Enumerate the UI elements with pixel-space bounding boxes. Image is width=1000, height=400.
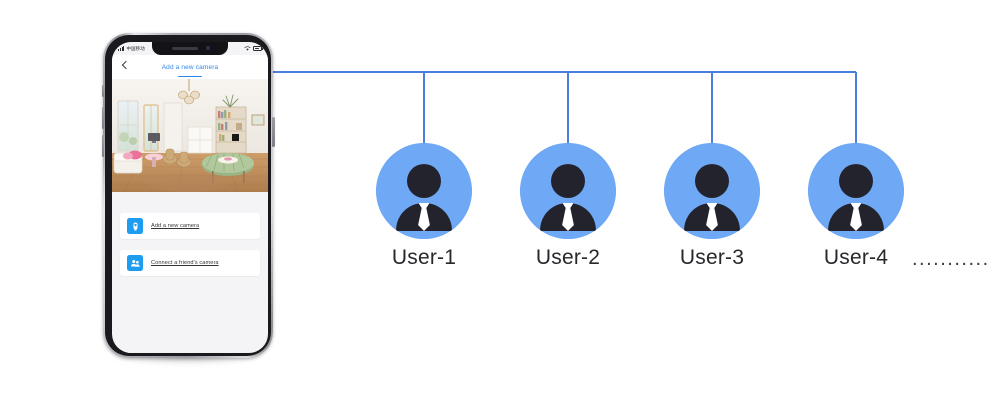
user-label: User-2 — [535, 246, 601, 269]
user-label: User-1 — [391, 246, 457, 269]
silent-switch[interactable] — [101, 85, 104, 97]
status-bar-right — [244, 46, 263, 51]
user-avatar-icon — [520, 143, 616, 239]
living-room-camera-preview[interactable] — [112, 79, 268, 192]
signal-bars-icon — [118, 46, 125, 51]
earpiece-speaker-icon — [172, 47, 198, 50]
volume-up-button[interactable] — [101, 107, 104, 129]
two-people-icon — [127, 255, 143, 271]
smartphone-mockup: 中国移动 Add a new camera — [101, 33, 275, 365]
camera-device-icon — [127, 218, 143, 234]
user-avatar-icon — [808, 143, 904, 239]
status-bar-left: 中国移动 — [118, 46, 145, 52]
status-bar: 中国移动 — [112, 42, 268, 55]
user-node-4[interactable]: User-4 — [808, 143, 904, 270]
user-node-2[interactable]: User-2 — [520, 143, 616, 270]
user-label: User-4 — [823, 246, 889, 269]
user-node-3[interactable]: User-3 — [664, 143, 760, 270]
more-users-ellipsis: ........... — [912, 248, 990, 270]
volume-down-button[interactable] — [101, 135, 104, 157]
menu-item-add-camera[interactable]: Add a new camera — [120, 213, 260, 239]
title-underline — [178, 75, 202, 77]
front-camera-icon — [206, 46, 210, 50]
menu-item-connect-friend-camera[interactable]: Connect a friend's camera — [120, 250, 260, 276]
user-avatar-icon — [664, 143, 760, 239]
carrier-label: 中国移动 — [126, 45, 145, 51]
user-label: User-3 — [679, 246, 745, 269]
power-button[interactable] — [272, 117, 275, 147]
page-title: Add a new camera — [161, 63, 219, 71]
menu-item-label: Connect a friend's camera — [151, 260, 219, 266]
wifi-icon — [244, 46, 251, 51]
phone-screen: 中国移动 Add a new camera — [112, 42, 268, 353]
phone-notch — [152, 42, 228, 55]
phone-bezel: 中国移动 Add a new camera — [105, 35, 271, 356]
battery-icon — [253, 46, 263, 51]
phone-frame: 中国移动 Add a new camera — [101, 33, 275, 358]
user-node-1[interactable]: User-1 — [376, 143, 472, 270]
chevron-left-icon[interactable] — [120, 61, 129, 70]
menu-item-label: Add a new camera — [151, 223, 200, 229]
feed-spacer — [112, 192, 268, 208]
app-nav-bar: Add a new camera — [112, 55, 268, 79]
user-avatar-icon — [376, 143, 472, 239]
